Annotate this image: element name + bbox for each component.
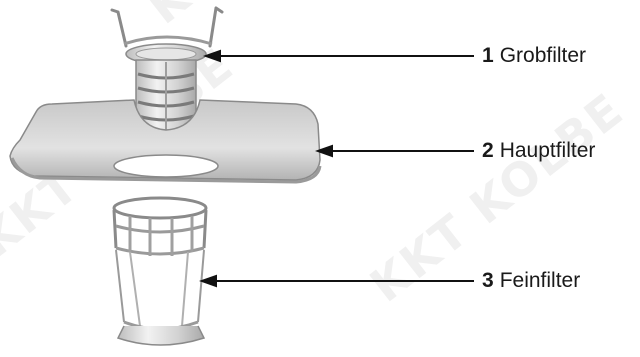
callout-text: Feinfilter bbox=[500, 269, 581, 292]
arrow-head bbox=[206, 51, 220, 61]
callout-label-main-filter: 2 Hauptfilter bbox=[482, 139, 595, 163]
callout-label-coarse-filter: 1 Grobfilter bbox=[482, 44, 586, 68]
arrow-head bbox=[202, 276, 216, 286]
callout-number: 3 bbox=[482, 269, 494, 292]
fine-filter-part bbox=[114, 198, 206, 345]
callout-text: Hauptfilter bbox=[500, 139, 596, 162]
callout-number: 1 bbox=[482, 44, 494, 67]
callout-label-fine-filter: 3 Feinfilter bbox=[482, 269, 580, 293]
callout-text: Grobfilter bbox=[500, 44, 586, 67]
callout-number: 2 bbox=[482, 139, 494, 162]
